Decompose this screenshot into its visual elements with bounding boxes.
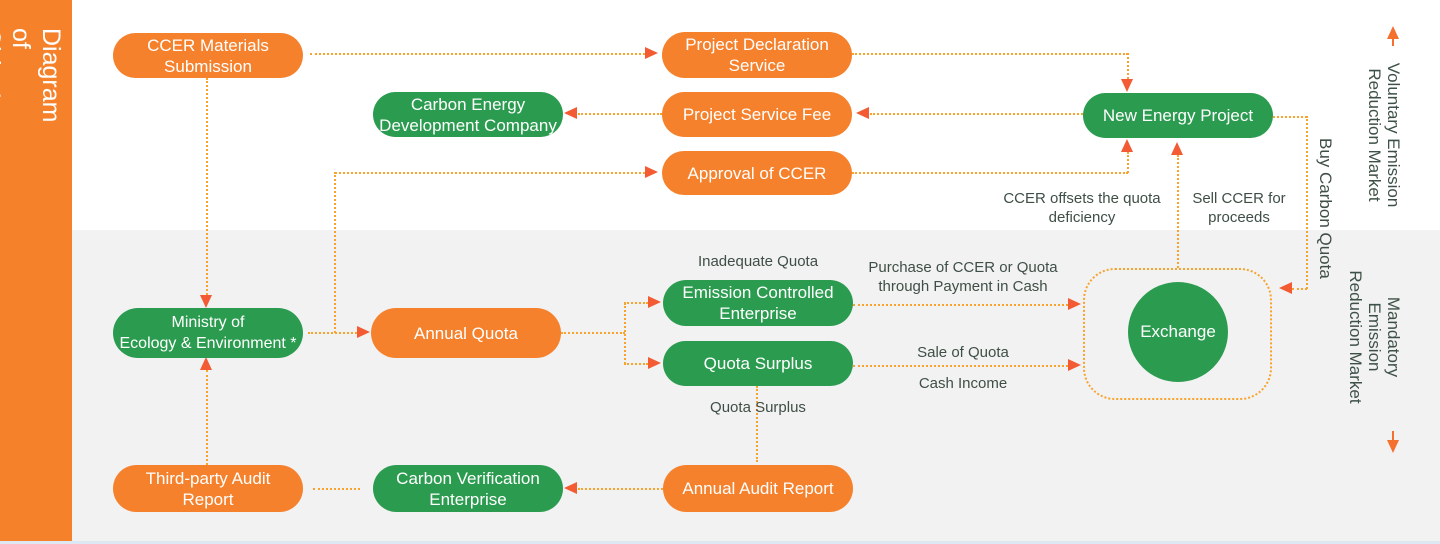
node-project-declaration-service: Project Declaration Service [662, 32, 852, 78]
connector-service-fee-to-carbon-energy [578, 113, 662, 115]
connector-materials-to-ministry [206, 78, 208, 295]
label-ccer-offsets-quota-deficiency: CCER offsets the quota deficiency [1003, 190, 1161, 226]
connector-declaration-to-new-energy-h [852, 53, 1128, 55]
mandatory-market-arrow-stem [1392, 431, 1394, 440]
arrowhead-into-new-energy-bottom-right [1171, 142, 1183, 155]
label-inadequate-quota: Inadequate Quota [697, 253, 819, 270]
arrowhead-into-ministry-top [200, 295, 212, 308]
arrowhead-into-service-fee [856, 107, 869, 119]
connector-buy-quota-v [1306, 116, 1308, 289]
node-project-service-fee: Project Service Fee [662, 92, 852, 137]
connector-new-energy-to-service-fee [870, 113, 1083, 115]
arrowhead-into-emission-controlled [648, 296, 661, 308]
node-ccer-materials-submission: CCER Materials Submission [113, 33, 303, 78]
node-emission-controlled-enterprise: Emission Controlled Enterprise [663, 280, 853, 326]
connector-annual-quota-out [561, 332, 625, 334]
node-annual-quota: Annual Quota [371, 308, 561, 358]
exchange-boundary [1083, 268, 1272, 400]
arrowhead-into-ministry-bottom [200, 357, 212, 370]
connector-approval-to-new-energy-v [1127, 152, 1129, 173]
label-mandatory-market: Mandatory Emission Reduction Market [1346, 270, 1403, 404]
node-carbon-energy-development-company: Carbon Energy Development Company [373, 92, 563, 137]
connector-ministry-to-annual-quota [308, 332, 357, 334]
arrowhead-into-carbon-verification [564, 482, 577, 494]
connector-purchase-to-exchange [853, 304, 1068, 306]
arrowhead-into-new-energy-top [1121, 79, 1133, 92]
node-new-energy-project: New Energy Project [1083, 93, 1273, 138]
connector-quota-split-v [624, 303, 626, 364]
label-cash-income: Cash Income [918, 375, 1008, 392]
node-carbon-verification-enterprise: Carbon Verification Enterprise [373, 465, 563, 512]
node-ministry-of-ecology-environment: Ministry of Ecology & Environment * [113, 308, 303, 358]
mandatory-market-down-arrow-icon [1387, 440, 1399, 453]
connector-verification-to-third-party [313, 488, 360, 490]
arrowhead-sale-into-exchange [1068, 359, 1081, 371]
label-quota-surplus: Quota Surplus [710, 399, 806, 416]
label-buy-carbon-quota: Buy Carbon Quota [1316, 138, 1335, 279]
node-third-party-audit-report: Third-party Audit Report [113, 465, 303, 512]
connector-approval-to-new-energy-h [852, 172, 1128, 174]
connector-third-party-to-ministry [206, 370, 208, 465]
arrowhead-into-new-energy-bottom-left [1121, 139, 1133, 152]
bottom-edge-strip [0, 541, 1440, 544]
connector-buy-quota-h-top [1273, 116, 1307, 118]
connector-split-to-quota-surplus [624, 363, 648, 365]
label-voluntary-market: Voluntary Emission Reduction Market [1365, 62, 1403, 208]
diagram-title: Diagram of China's Carbon Emission Right… [0, 28, 65, 123]
connector-quota-surplus-to-audit [756, 386, 758, 462]
connector-audit-to-verification [578, 488, 663, 490]
connector-buy-quota-h-bottom [1292, 288, 1307, 290]
arrowhead-into-exchange-right [1279, 282, 1292, 294]
label-sale-of-quota: Sale of Quota [917, 344, 1009, 361]
label-sell-ccer-for-proceeds: Sell CCER for proceeds [1192, 190, 1286, 226]
node-exchange: Exchange [1128, 282, 1228, 382]
arrowhead-purchase-into-exchange [1068, 298, 1081, 310]
voluntary-market-up-arrow-icon [1387, 26, 1399, 39]
voluntary-market-arrow-stem [1392, 37, 1394, 46]
connector-split-to-emission-controlled [624, 302, 648, 304]
connector-exchange-to-new-energy [1177, 155, 1179, 268]
arrowhead-into-quota-surplus [648, 357, 661, 369]
connector-materials-to-declaration [310, 53, 645, 55]
arrowhead-into-carbon-energy [564, 107, 577, 119]
connector-ministry-branch-v [334, 172, 336, 333]
connector-declaration-to-new-energy-v [1127, 53, 1129, 79]
arrowhead-into-project-declaration [645, 47, 658, 59]
node-annual-audit-report: Annual Audit Report [663, 465, 853, 512]
title-sidebar: Diagram of China's Carbon Emission Right… [0, 0, 72, 541]
arrowhead-into-annual-quota [357, 326, 370, 338]
arrowhead-into-approval [645, 166, 658, 178]
connector-sale-to-exchange [853, 365, 1068, 367]
connector-ministry-to-approval [335, 172, 645, 174]
label-purchase-of-ccer-or-quota: Purchase of CCER or Quota through Paymen… [868, 259, 1058, 295]
node-quota-surplus: Quota Surplus [663, 341, 853, 386]
node-approval-of-ccer: Approval of CCER [662, 151, 852, 195]
